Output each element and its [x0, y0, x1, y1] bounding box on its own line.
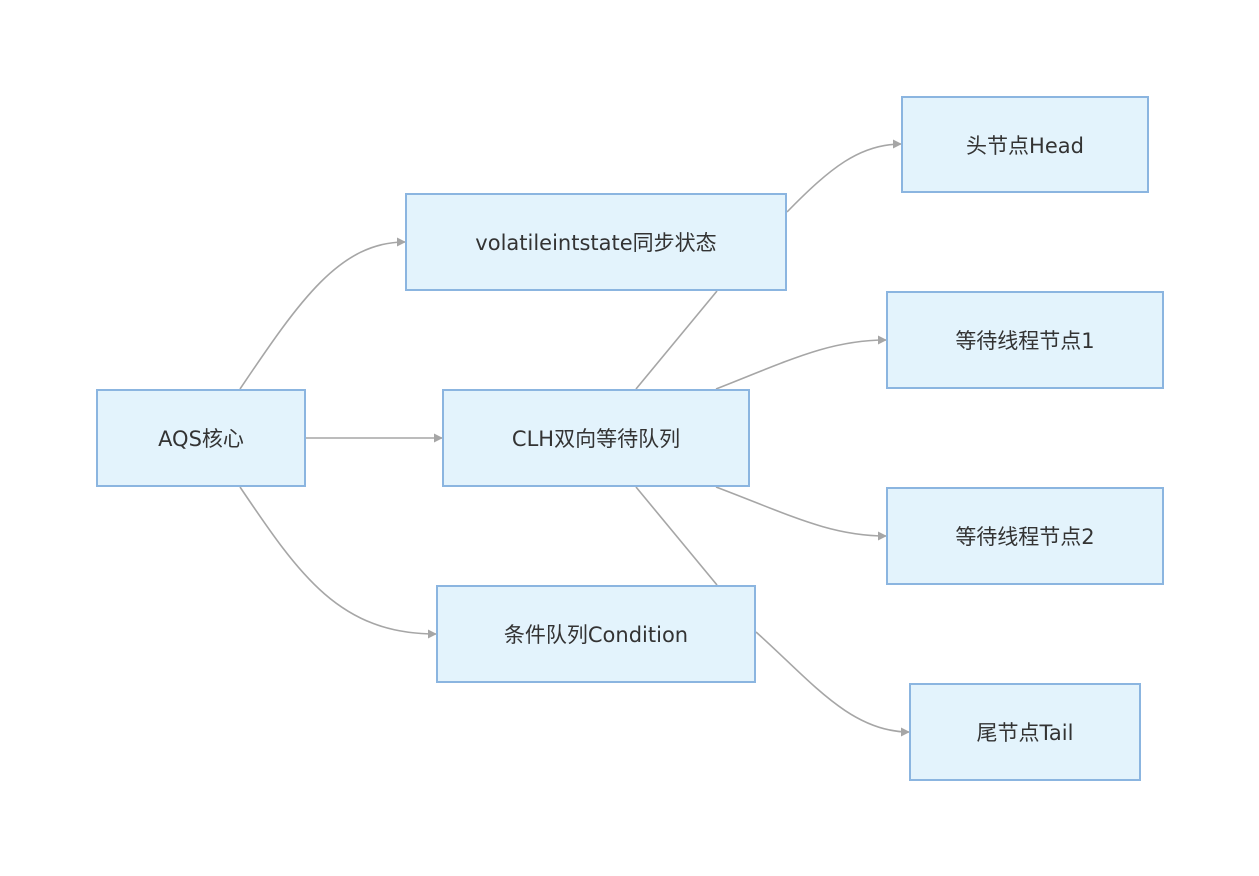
node-clh-queue-label: CLH双向等待队列 [511, 427, 681, 451]
node-head-label: 头节点Head [966, 133, 1084, 158]
node-clh-queue: CLH双向等待队列 [442, 389, 750, 487]
node-wait-thread-1-label: 等待线程节点1 [955, 329, 1095, 353]
edge-aqs-to-state [239, 237, 406, 390]
node-head: 头节点Head [901, 96, 1149, 193]
node-tail-label: 尾节点Tail [976, 721, 1074, 745]
edge-state-to-head [786, 139, 902, 213]
node-volatile-state: volatileintstate同步状态 [405, 193, 787, 291]
edge-clh-condition-link [635, 486, 718, 586]
node-wait-thread-1: 等待线程节点1 [886, 291, 1164, 389]
node-wait-thread-2: 等待线程节点2 [886, 487, 1164, 585]
node-aqs-core: AQS核心 [96, 389, 306, 487]
node-volatile-state-label: volatileintstate同步状态 [475, 231, 717, 255]
node-aqs-core-label: AQS核心 [158, 427, 244, 451]
edge-aqs-to-condition [239, 486, 437, 639]
node-condition-queue-label: 条件队列Condition [503, 623, 689, 647]
node-condition-queue: 条件队列Condition [436, 585, 756, 683]
edge-clh-to-wait2 [715, 486, 887, 541]
edge-clh-to-wait1 [715, 335, 887, 390]
node-wait-thread-2-label: 等待线程节点2 [955, 525, 1095, 549]
edge-state-clh-link [635, 290, 718, 390]
edge-condition-to-tail [755, 631, 910, 737]
node-tail: 尾节点Tail [909, 683, 1141, 781]
